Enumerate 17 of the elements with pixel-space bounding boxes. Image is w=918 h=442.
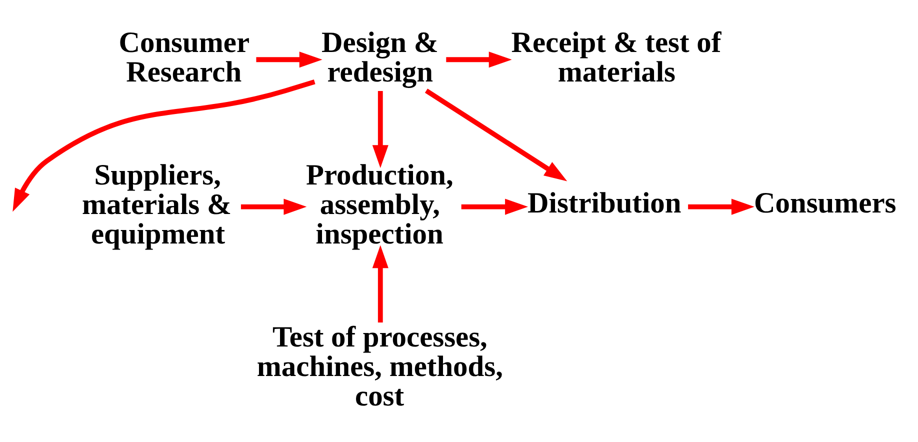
node-text: Production, assembly, inspection <box>306 159 454 250</box>
arrow <box>372 244 388 322</box>
arrow <box>424 88 568 181</box>
node-text: Suppliers, materials & equipment <box>82 159 232 250</box>
arrow <box>12 78 316 212</box>
arrow <box>372 90 388 168</box>
node-text: Test of processes, machines, methods, cost <box>256 320 503 412</box>
node-text: Receipt & test of materials <box>511 26 722 88</box>
node-text: Distribution <box>528 186 682 219</box>
node-text: Consumer Research <box>118 26 250 88</box>
arrow <box>256 51 322 68</box>
node-text: Consumers <box>754 186 896 219</box>
arrow <box>688 198 754 214</box>
arrow <box>446 51 512 68</box>
arrow <box>461 198 528 214</box>
arrow <box>240 198 307 214</box>
node-text: Design & redesign <box>322 26 438 88</box>
